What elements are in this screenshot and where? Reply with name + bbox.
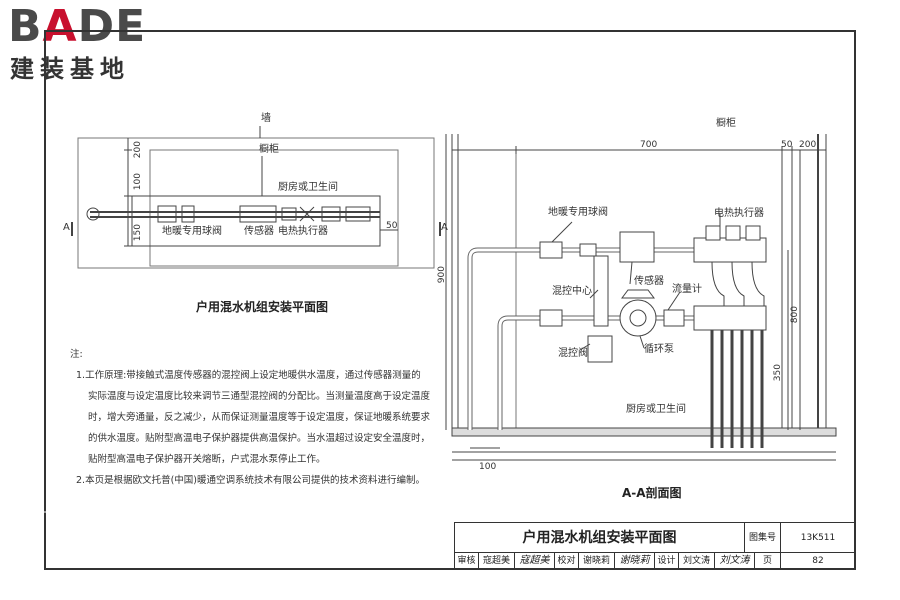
plan-valve-label: 地暖专用球阀 [162,226,222,237]
plan-actuator-label: 电热执行器 [278,226,328,237]
logo-subtitle: 建装基地 [10,55,130,83]
section-caption: A-A剖面图 [622,486,682,500]
section-center-label: 混控中心 [552,286,592,297]
section-mark-left: A [63,222,70,233]
page-label: 页 [755,553,781,569]
atlas-number-label: 图集号 [745,523,781,553]
section-sensor-label: 传感器 [634,276,664,287]
logo-wordmark: BADE [8,1,147,52]
plan-wall-label: 墙 [261,113,271,124]
design-label: 设计 [655,553,679,569]
section-valve-label: 地暖专用球阀 [548,207,608,218]
section-dim-100: 100 [479,462,497,472]
designer-signature: 刘文涛 [715,553,755,569]
plan-view-lines [71,126,441,269]
drawing-sheet-border [44,30,856,570]
atlas-number: 13K511 [781,523,855,553]
section-view-lines [445,134,837,461]
note-line: 的供水温度。贴附型高温电子保护器提供高温保护。当水温超过设定安全温度时， [88,433,431,444]
section-mixvalve-label: 混控阀 [558,348,588,359]
section-dim-900: 900 [437,266,447,284]
designer-name: 刘文涛 [679,553,715,569]
plan-dim-200: 200 [133,141,143,159]
plan-cabinet-label: 橱柜 [259,144,279,155]
title-block-title: 户用混水机组安装平面图 [455,523,745,553]
checker-signature: 谢晓莉 [615,553,655,569]
section-pump-label: 循环泵 [644,344,674,355]
section-mark-right: A [441,222,448,233]
bade-logo: BADE 建装基地 [8,4,178,84]
section-flowmeter-label: 流量计 [672,284,702,295]
notes-block: 注: 1.工作原理:带接触式温度传感器的混控阀上设定地暖供水温度，通过传感器测量… [70,344,430,491]
plan-dim-100: 100 [133,173,143,191]
reviewer-name: 寇超美 [479,553,515,569]
section-dim-800: 800 [790,306,800,324]
review-label: 审核 [455,553,479,569]
section-actuator-label: 电热执行器 [714,208,764,219]
checker-name: 谢晓莉 [579,553,615,569]
note-line: 2.本页是根据欧文托普(中国)暖通空调系统技术有限公司提供的技术资料进行编制。 [76,475,425,486]
section-kitchen-label: 厨房或卫生间 [626,404,686,415]
section-dim-50: 50 [781,140,793,150]
note-line: 时，增大旁通量，反之减少，从而保证测量温度等于设定温度，保证地暖系统要求 [88,412,431,423]
plan-dim-50: 50 [386,221,398,231]
notes-heading: 注: [70,349,83,360]
section-dim-700: 700 [640,140,658,150]
plan-dim-150: 150 [133,224,143,242]
plan-sensor-label: 传感器 [244,226,274,237]
section-dim-350: 350 [773,364,783,382]
note-line: 1.工作原理:带接触式温度传感器的混控阀上设定地暖供水温度，通过传感器测量的 [76,370,421,381]
plan-kitchen-label: 厨房或卫生间 [278,182,338,193]
title-block: 户用混水机组安装平面图 图集号 13K511 审核 寇超美 寇超美 校对 谢晓莉… [454,522,856,570]
note-line: 实际温度与设定温度比较来调节三通型混控阀的分配比。当测量温度高于设定温度 [88,391,431,402]
plan-caption: 户用混水机组安装平面图 [196,300,329,314]
section-cabinet-label: 橱柜 [716,118,736,129]
check-label: 校对 [555,553,579,569]
note-line: 贴附型高温电子保护器开关熔断，户式混水泵停止工作。 [88,454,326,465]
reviewer-signature: 寇超美 [515,553,555,569]
page-number: 82 [812,556,824,566]
section-dim-200: 200 [799,140,817,150]
